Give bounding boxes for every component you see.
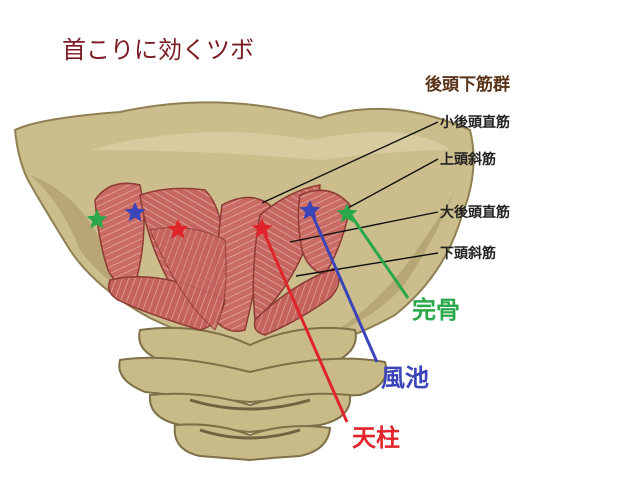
- muscle-rectus-major-left: [149, 227, 227, 331]
- blue-star-icon: [124, 202, 146, 222]
- kankotsu-leader: [348, 213, 410, 299]
- acupoint-label-fuuchi: 風池: [381, 364, 429, 392]
- cervical-vertebrae: [118, 326, 388, 462]
- muscle-label: 下頭斜筋: [440, 246, 496, 262]
- fuuchi-leader: [310, 213, 379, 363]
- vertebra-shadow: [199, 428, 301, 440]
- blue-star-icon: [299, 200, 321, 220]
- green-star-icon: [336, 203, 358, 223]
- bone-highlight: [90, 132, 450, 160]
- red-star-icon: [167, 219, 189, 239]
- page-title: 首こりに効くツボ: [62, 36, 254, 64]
- green-star-icon: [86, 209, 108, 229]
- vertebra-shadow: [189, 398, 311, 411]
- muscle-label: 上頭斜筋: [440, 152, 496, 168]
- acupoint-label-tenchuu: 天柱: [352, 424, 400, 452]
- muscle-leader-lines: [261, 121, 439, 277]
- muscle-group-label: 後頭下筋群: [425, 75, 510, 95]
- tenchuu-leader: [260, 227, 349, 423]
- muscle-label: 大後頭直筋: [440, 205, 510, 221]
- muscle-inferior-oblique-right: [253, 267, 340, 336]
- red-star-icon: [251, 218, 273, 238]
- acupoint-label-kankotsu: 完骨: [412, 296, 460, 324]
- muscle-label: 小後頭直筋: [440, 115, 510, 131]
